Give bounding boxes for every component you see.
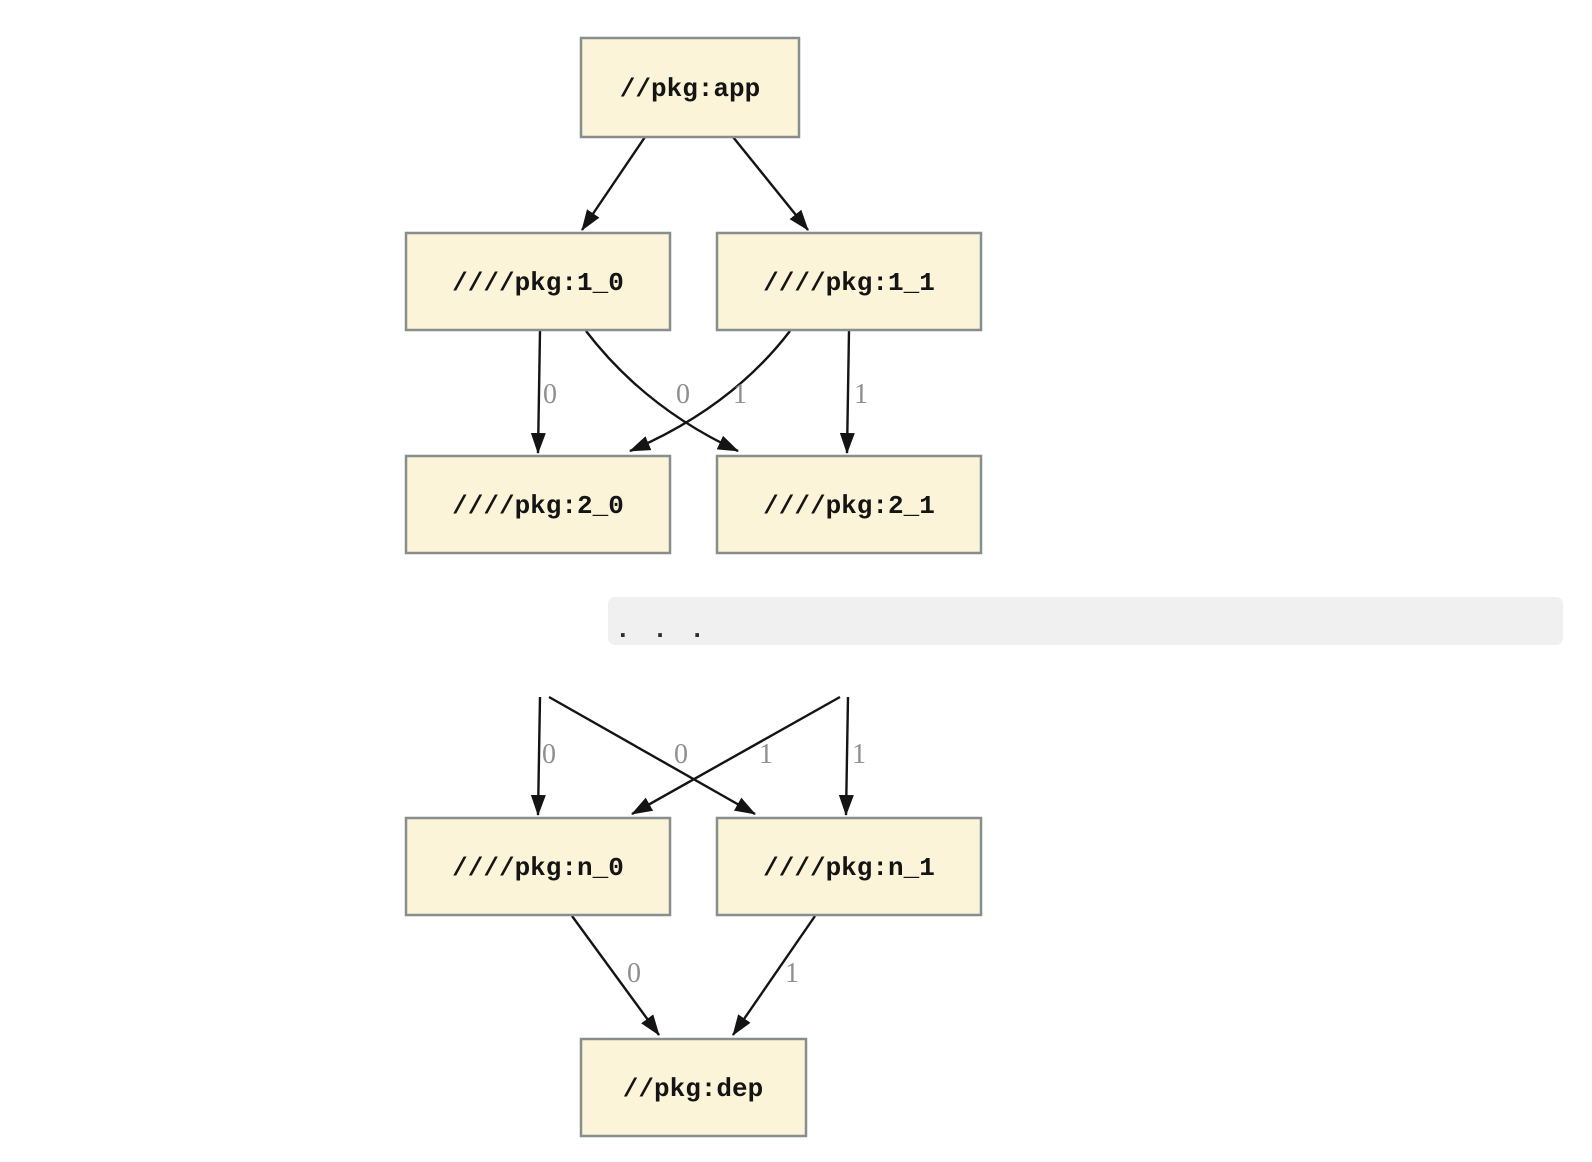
edge-label-ellipsis-to-n-0-right: 1 xyxy=(759,739,773,770)
edge-1-1-to-2-1 xyxy=(839,330,855,454)
edge-label-layer: 0 0 1 1 0 0 1 1 0 1 xyxy=(542,379,868,989)
node-label: ////pkg:1_1 xyxy=(763,268,935,298)
edge-n-0-to-dep xyxy=(571,915,660,1036)
edge-1-0-to-2-0 xyxy=(530,330,546,454)
node-label: ////pkg:2_0 xyxy=(452,491,624,521)
edge-label-1-0-to-2-0: 0 xyxy=(543,379,557,410)
node-box xyxy=(404,231,672,332)
node-box xyxy=(579,1037,808,1138)
edge-app-to-1-0 xyxy=(581,136,646,231)
node-label: ////pkg:n_0 xyxy=(452,853,624,883)
edge-label-ellipsis-to-n-1-right: 1 xyxy=(852,739,866,770)
edge-ellipsis-right-to-n-0 xyxy=(631,695,841,816)
edge-app-to-1-1 xyxy=(732,136,809,231)
node-pkg-n-0: ////pkg:n_0 xyxy=(404,816,672,917)
ellipsis-row: . . . xyxy=(608,597,1563,645)
edge-layer xyxy=(530,136,855,1036)
node-box xyxy=(579,36,801,139)
ellipsis-dots: . . . xyxy=(615,615,708,645)
node-pkg-2-0: ////pkg:2_0 xyxy=(404,454,672,555)
edge-label-1-1-to-2-1: 1 xyxy=(854,379,868,410)
node-box xyxy=(715,454,983,555)
edge-1-0-to-2-1 xyxy=(585,330,739,453)
edge-ellipsis-left-to-n-1 xyxy=(548,695,756,816)
node-label: ////pkg:n_1 xyxy=(763,853,935,883)
ellipsis-band xyxy=(608,597,1563,645)
edge-ellipsis-right-to-n-1 xyxy=(838,696,854,816)
node-label: //pkg:dep xyxy=(623,1074,763,1104)
node-pkg-2-1: ////pkg:2_1 xyxy=(715,454,983,555)
edge-1-1-to-2-0 xyxy=(629,330,791,453)
node-box xyxy=(404,454,672,555)
node-pkg-app: //pkg:app xyxy=(579,36,801,139)
edge-label-ellipsis-to-n-1-left: 0 xyxy=(674,739,688,770)
node-label: ////pkg:2_1 xyxy=(763,491,935,521)
node-label: ////pkg:1_0 xyxy=(452,268,624,298)
edge-ellipsis-left-to-n-0 xyxy=(530,696,546,816)
node-box xyxy=(715,231,983,332)
node-pkg-1-0: ////pkg:1_0 xyxy=(404,231,672,332)
node-box xyxy=(715,816,983,917)
edge-n-1-to-dep xyxy=(732,915,816,1036)
edge-label-n-1-to-dep: 1 xyxy=(785,958,799,989)
edge-label-1-0-to-2-1: 0 xyxy=(676,379,690,410)
edge-label-n-0-to-dep: 0 xyxy=(627,958,641,989)
node-label: //pkg:app xyxy=(620,74,760,104)
node-pkg-n-1: ////pkg:n_1 xyxy=(715,816,983,917)
edge-label-1-1-to-2-0: 1 xyxy=(733,379,747,410)
edge-label-ellipsis-to-n-0-left: 0 xyxy=(542,739,556,770)
node-pkg-1-1: ////pkg:1_1 xyxy=(715,231,983,332)
node-box xyxy=(404,816,672,917)
node-pkg-dep: //pkg:dep xyxy=(579,1037,808,1138)
